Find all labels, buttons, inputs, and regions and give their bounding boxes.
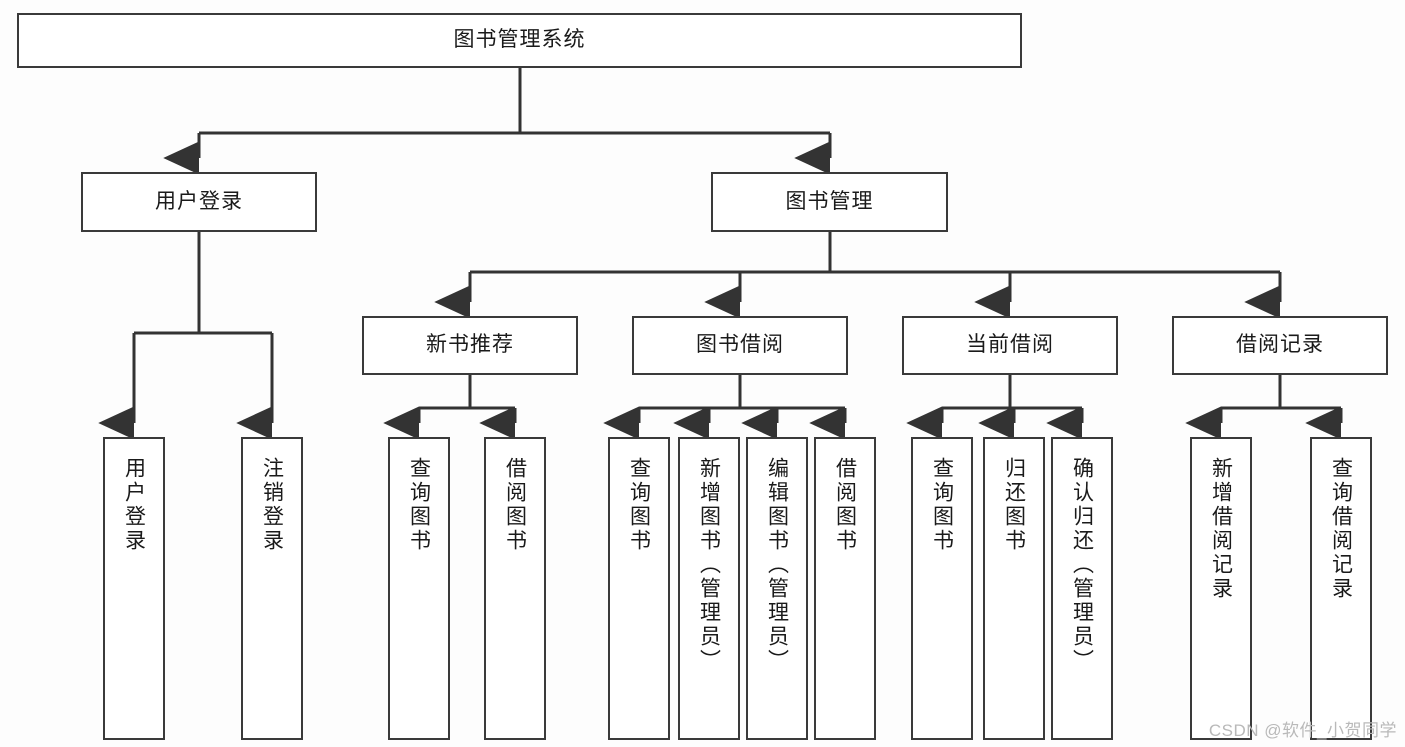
- node-leaf-query-book-3[interactable]: 查询图书: [911, 437, 973, 740]
- node-leaf-borrow-book-1-label: 借阅图书: [503, 457, 527, 553]
- node-root[interactable]: 图书管理系统: [17, 13, 1022, 68]
- node-leaf-borrow-book-2-label: 借阅图书: [833, 457, 857, 553]
- watermark-text: CSDN @软件_小贺同学: [1208, 721, 1397, 740]
- node-leaf-add-borrow-record-label: 新增借阅记录: [1209, 457, 1233, 601]
- node-leaf-logout-label: 注销登录: [260, 457, 284, 553]
- node-new-book-recommend-label: 新书推荐: [426, 333, 514, 357]
- node-leaf-return-book-label: 归还图书: [1002, 457, 1026, 553]
- node-leaf-logout[interactable]: 注销登录: [241, 437, 303, 740]
- node-leaf-add-book-admin[interactable]: 新增图书（管理员）: [678, 437, 740, 740]
- node-leaf-query-borrow-record[interactable]: 查询借阅记录: [1310, 437, 1372, 740]
- node-leaf-add-book-admin-label: 新增图书（管理员）: [697, 457, 721, 673]
- node-user-login-label: 用户登录: [155, 189, 243, 213]
- node-borrow-record[interactable]: 借阅记录: [1172, 316, 1388, 375]
- node-book-manage[interactable]: 图书管理: [711, 172, 948, 232]
- node-leaf-query-book-2[interactable]: 查询图书: [608, 437, 670, 740]
- node-leaf-query-book-2-label: 查询图书: [627, 457, 651, 553]
- node-leaf-confirm-return-admin-label: 确认归还（管理员）: [1070, 457, 1094, 673]
- node-leaf-edit-book-admin-label: 编辑图书（管理员）: [765, 457, 789, 673]
- node-leaf-borrow-book-2[interactable]: 借阅图书: [814, 437, 876, 740]
- node-book-borrow-label: 图书借阅: [696, 333, 784, 357]
- node-leaf-borrow-book-1[interactable]: 借阅图书: [484, 437, 546, 740]
- node-current-borrow-label: 当前借阅: [966, 333, 1054, 357]
- node-leaf-query-borrow-record-label: 查询借阅记录: [1329, 457, 1353, 601]
- node-book-manage-label: 图书管理: [785, 189, 874, 213]
- node-leaf-query-book-1-label: 查询图书: [407, 457, 431, 553]
- node-borrow-record-label: 借阅记录: [1236, 333, 1324, 357]
- node-leaf-add-borrow-record[interactable]: 新增借阅记录: [1190, 437, 1252, 740]
- node-leaf-query-book-3-label: 查询图书: [930, 457, 954, 553]
- node-leaf-confirm-return-admin[interactable]: 确认归还（管理员）: [1051, 437, 1113, 740]
- node-new-book-recommend[interactable]: 新书推荐: [362, 316, 578, 375]
- node-leaf-query-book-1[interactable]: 查询图书: [388, 437, 450, 740]
- node-leaf-user-login-label: 用户登录: [122, 457, 146, 553]
- node-leaf-user-login[interactable]: 用户登录: [103, 437, 165, 740]
- node-current-borrow[interactable]: 当前借阅: [902, 316, 1118, 375]
- node-root-label: 图书管理系统: [453, 28, 586, 52]
- node-user-login[interactable]: 用户登录: [81, 172, 317, 232]
- node-leaf-edit-book-admin[interactable]: 编辑图书（管理员）: [746, 437, 808, 740]
- node-book-borrow[interactable]: 图书借阅: [632, 316, 848, 375]
- node-leaf-return-book[interactable]: 归还图书: [983, 437, 1045, 740]
